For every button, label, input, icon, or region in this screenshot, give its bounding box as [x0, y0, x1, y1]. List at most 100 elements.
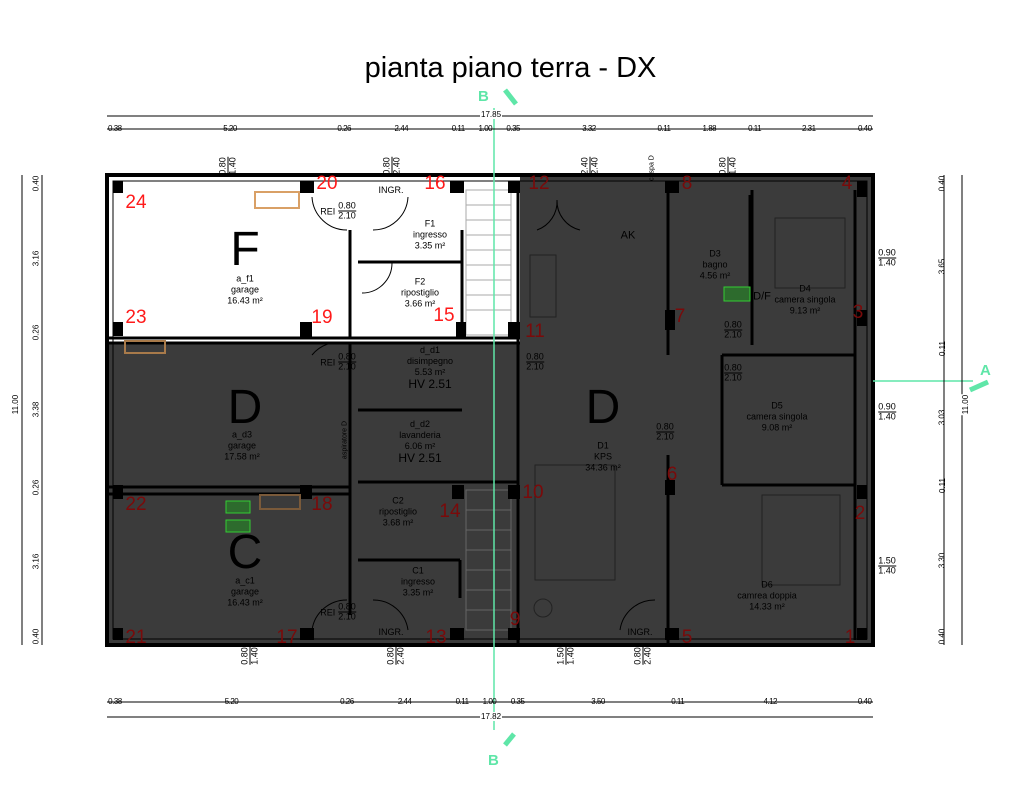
dimension-value: 3.16 — [26, 192, 46, 326]
dimension-value: 0.11 — [451, 124, 465, 133]
dimension-value: 3.16 — [26, 494, 46, 628]
column-number: 6 — [666, 464, 678, 485]
entrance-label: INGR. — [378, 185, 404, 195]
dim-right-total: 11.00 — [961, 393, 971, 416]
dimension-value: 0.40 — [932, 175, 952, 192]
dimension-value: 0.40 — [932, 628, 952, 645]
dimension-text: 0.26 — [31, 480, 41, 496]
dimension-value: 0.26 — [337, 124, 351, 133]
furniture — [124, 191, 846, 618]
dimension-text: 0.40 — [937, 175, 947, 192]
column-number: 7 — [674, 306, 686, 327]
column-number: 21 — [125, 627, 147, 648]
column-number: 11 — [525, 321, 545, 342]
unit-letter-d-right: D — [585, 381, 621, 434]
dimension-value: 3.30 — [932, 492, 952, 628]
column-number: 15 — [433, 305, 455, 326]
dimension-value: 0.40 — [857, 124, 872, 133]
inner-wall-line — [112, 180, 868, 640]
dimension-value: 0.26 — [26, 324, 46, 340]
dimension-value: 5.20 — [224, 697, 239, 706]
dimension-value: 3.38 — [26, 338, 46, 481]
unit-letter-f: F — [230, 223, 260, 276]
unit-d-right-fill — [520, 175, 873, 645]
section-marker-b-top: B — [478, 88, 489, 105]
column-number: 3 — [852, 302, 864, 323]
door-swings — [311, 196, 656, 631]
column-number: 23 — [125, 307, 147, 328]
label-df: D/F — [753, 290, 771, 303]
dim-left-total: 11.00 — [11, 393, 21, 416]
dimension-value: 0.11 — [671, 697, 685, 706]
unit-letter-d-left: D — [227, 381, 263, 434]
dim-top-total: 17.85 — [480, 110, 503, 119]
stairs-top — [465, 189, 512, 336]
column-number: 10 — [522, 482, 544, 503]
label-aspiratore: aspiratore D — [341, 420, 349, 460]
dimension-value: 0.26 — [26, 480, 46, 496]
dimension-value: 0.40 — [857, 697, 872, 706]
dimension-value: 2.31 — [802, 124, 816, 133]
column-number: 5 — [681, 627, 693, 648]
dimension-value: 0.11 — [657, 124, 671, 133]
dimension-text: 3.30 — [937, 552, 947, 569]
dimension-value: 0.38 — [108, 124, 122, 133]
dimension-value: 4.12 — [763, 697, 778, 706]
column-number: 4 — [841, 173, 853, 194]
column-number: 1 — [844, 627, 856, 648]
dimension-value: 0.40 — [26, 628, 46, 645]
dimension-text: 0.40 — [31, 175, 41, 192]
column-number: 8 — [681, 173, 693, 194]
dimension-text: 0.40 — [937, 628, 947, 645]
section-line-b — [493, 88, 518, 747]
section-line-a — [873, 379, 990, 393]
entrance-label: INGR. — [627, 627, 653, 637]
drawing-title: pianta piano terra - DX — [364, 52, 657, 84]
column-number: 24 — [125, 192, 147, 213]
column-number: 2 — [854, 503, 866, 524]
dimension-value: 3.03 — [932, 355, 952, 480]
dimension-value: 3.50 — [591, 697, 605, 706]
dimension-text: 3.38 — [31, 402, 41, 418]
dimension-value: 0.11 — [932, 478, 952, 493]
column-number: 14 — [439, 501, 461, 522]
dimension-text: 0.11 — [937, 340, 947, 356]
structural-columns — [113, 181, 867, 640]
dimension-text: 3.16 — [31, 553, 41, 569]
column-number: 22 — [125, 494, 147, 515]
dimension-value: 0.11 — [748, 124, 762, 133]
column-number: 13 — [425, 627, 447, 648]
dimension-text: 3.16 — [31, 251, 41, 267]
column-number: 12 — [528, 173, 550, 194]
dimension-text: 3.65 — [937, 259, 947, 275]
section-marker-b-bottom: B — [488, 752, 499, 769]
